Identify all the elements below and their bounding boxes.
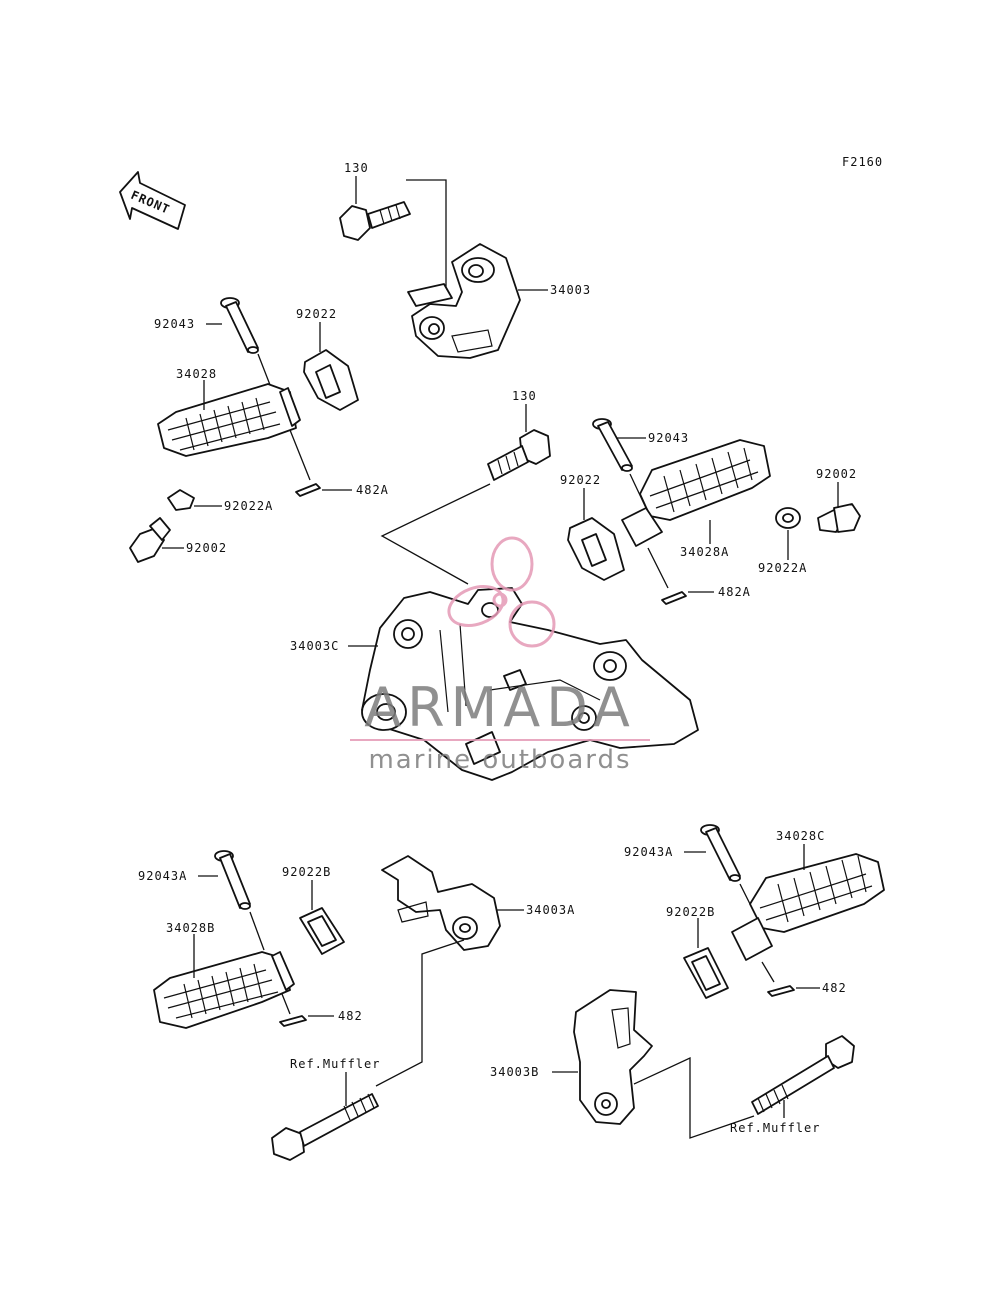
label-washer-92022-left: 92022 [296,307,337,321]
washer-92022B-right [683,947,729,999]
collar-92022A-right [775,507,801,529]
label-cotter-482A-left: 482A [356,483,389,497]
bracket-34003C [361,587,699,781]
pin-92043-right [592,418,633,472]
label-pin-92043A-right: 92043A [624,845,673,859]
front-arrow-icon: FRONT [119,171,186,230]
label-bracket-34003: 34003 [550,283,591,297]
rubber-92002-right [817,503,861,533]
step-34028B [153,951,295,1029]
pin-92043-left [220,297,259,354]
watermark: ARMADA marine outboards [350,536,650,775]
label-cotter-482-right: 482 [822,981,847,995]
step-34028A [621,439,771,547]
label-bracket-34003C: 34003C [290,639,339,653]
washer-92022-right [567,517,625,581]
label-ref-muffler-left: Ref.Muffler [290,1057,380,1071]
figure-id: F2160 [842,155,883,169]
label-bolt-130-top: 130 [344,161,369,175]
step-34028 [157,383,301,457]
label-collar-92022A-left: 92022A [224,499,273,513]
bolt-130-middle [487,429,551,481]
label-washer-92022B-left: 92022B [282,865,331,879]
label-bolt-130-middle: 130 [512,389,537,403]
cotter-pin-482-right [767,985,795,997]
label-step-34028C: 34028C [776,829,825,843]
label-step-34028B: 34028B [166,921,215,935]
washer-92022-left [303,349,359,411]
cotter-pin-482-left [279,1015,307,1027]
pin-92043A-left [214,850,251,910]
label-rubber-92002-left: 92002 [186,541,227,555]
watermark-tagline: marine outboards [368,745,631,775]
label-bracket-34003B: 34003B [490,1065,539,1079]
label-step-34028: 34028 [176,367,217,381]
rubber-92002-left [129,517,171,563]
label-cotter-482A-right: 482A [718,585,751,599]
cotter-pin-482A-right [661,591,687,605]
label-pin-92043-right: 92043 [648,431,689,445]
bracket-34003 [407,243,521,359]
label-pin-92043-left: 92043 [154,317,195,331]
bracket-34003A [381,855,501,951]
muffler-bolt-left [271,1093,379,1161]
label-rubber-92002-right: 92002 [816,467,857,481]
watermark-brand: ARMADA [364,676,636,739]
step-34028C [731,853,885,961]
muffler-bolt-right [751,1035,855,1115]
label-washer-92022-right: 92022 [560,473,601,487]
label-cotter-482-left: 482 [338,1009,363,1023]
pin-92043A-right [700,824,741,882]
label-bracket-34003A: 34003A [526,903,575,917]
label-ref-muffler-right: Ref.Muffler [730,1121,820,1135]
label-pin-92043A-left: 92043A [138,869,187,883]
washer-92022B-left [299,907,345,955]
label-step-34028A: 34028A [680,545,729,559]
label-collar-92022A-right: 92022A [758,561,807,575]
watermark-propeller-icon [447,536,556,648]
cotter-pin-482A-left [295,483,321,497]
bracket-34003B [573,989,653,1125]
bolt-130-top [339,201,411,241]
label-washer-92022B-right: 92022B [666,905,715,919]
collar-92022A-left [167,489,195,511]
